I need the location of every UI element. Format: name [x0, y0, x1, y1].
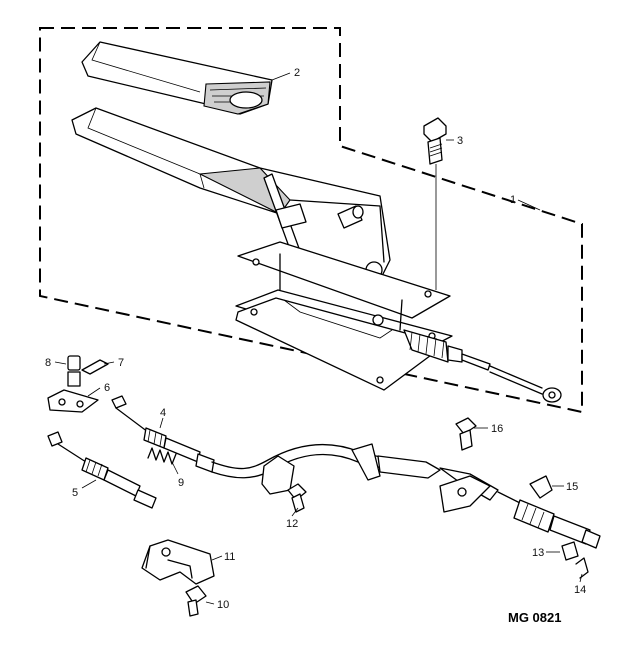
leader-5: [81, 479, 97, 489]
cable-rear-section: [351, 443, 601, 549]
callout-15: 15: [566, 481, 578, 493]
leader-9: [171, 461, 179, 475]
split-pin-rear: [575, 557, 589, 579]
callout-3: 3: [457, 135, 463, 147]
callout-9: 9: [178, 477, 184, 489]
callout-1: 1: [510, 194, 516, 206]
leader-10: [205, 601, 215, 605]
callout-2: 2: [294, 67, 300, 79]
callout-6: 6: [104, 382, 110, 394]
callout-16: 16: [491, 423, 503, 435]
clevis-pin-rear: [561, 541, 579, 561]
clip-bolt: [287, 483, 307, 513]
callout-5: 5: [72, 487, 78, 499]
spring-clip: [81, 359, 109, 375]
callout-8: 8: [45, 357, 51, 369]
callout-14: 14: [574, 584, 586, 596]
retaining-clip: [529, 475, 553, 499]
bracket-bolt: [455, 417, 477, 451]
leader-14: [579, 573, 583, 583]
cable-lh: [47, 431, 157, 509]
cable-rh: [111, 395, 401, 479]
leader-11: [211, 555, 223, 561]
leader-4: [159, 417, 164, 429]
guide-bolt: [185, 585, 207, 617]
callout-4: 4: [160, 407, 166, 419]
leader-2: [271, 72, 291, 81]
callout-13: 13: [532, 547, 544, 559]
equaliser-bracket: [47, 389, 99, 413]
leader-12: [291, 507, 299, 517]
leader-7: [103, 361, 115, 365]
clevis-pin: [67, 355, 81, 387]
return-spring: [147, 447, 177, 465]
leader-6: [87, 387, 101, 397]
cable-guide-bracket: [141, 539, 215, 585]
leader-8: [54, 361, 67, 365]
callout-11: 11: [224, 551, 235, 563]
figure-reference: MG 0821: [508, 610, 561, 625]
leader-1: [517, 199, 541, 211]
assembly-boundary: [39, 27, 583, 414]
front-cable-boot: [403, 329, 562, 403]
mounting-bolt: [423, 117, 447, 290]
lever-mounting-base: [235, 241, 453, 391]
callout-12: 12: [286, 518, 298, 530]
lever-grip-cover: [81, 41, 273, 115]
callout-10: 10: [217, 599, 229, 611]
callout-7: 7: [118, 357, 124, 369]
